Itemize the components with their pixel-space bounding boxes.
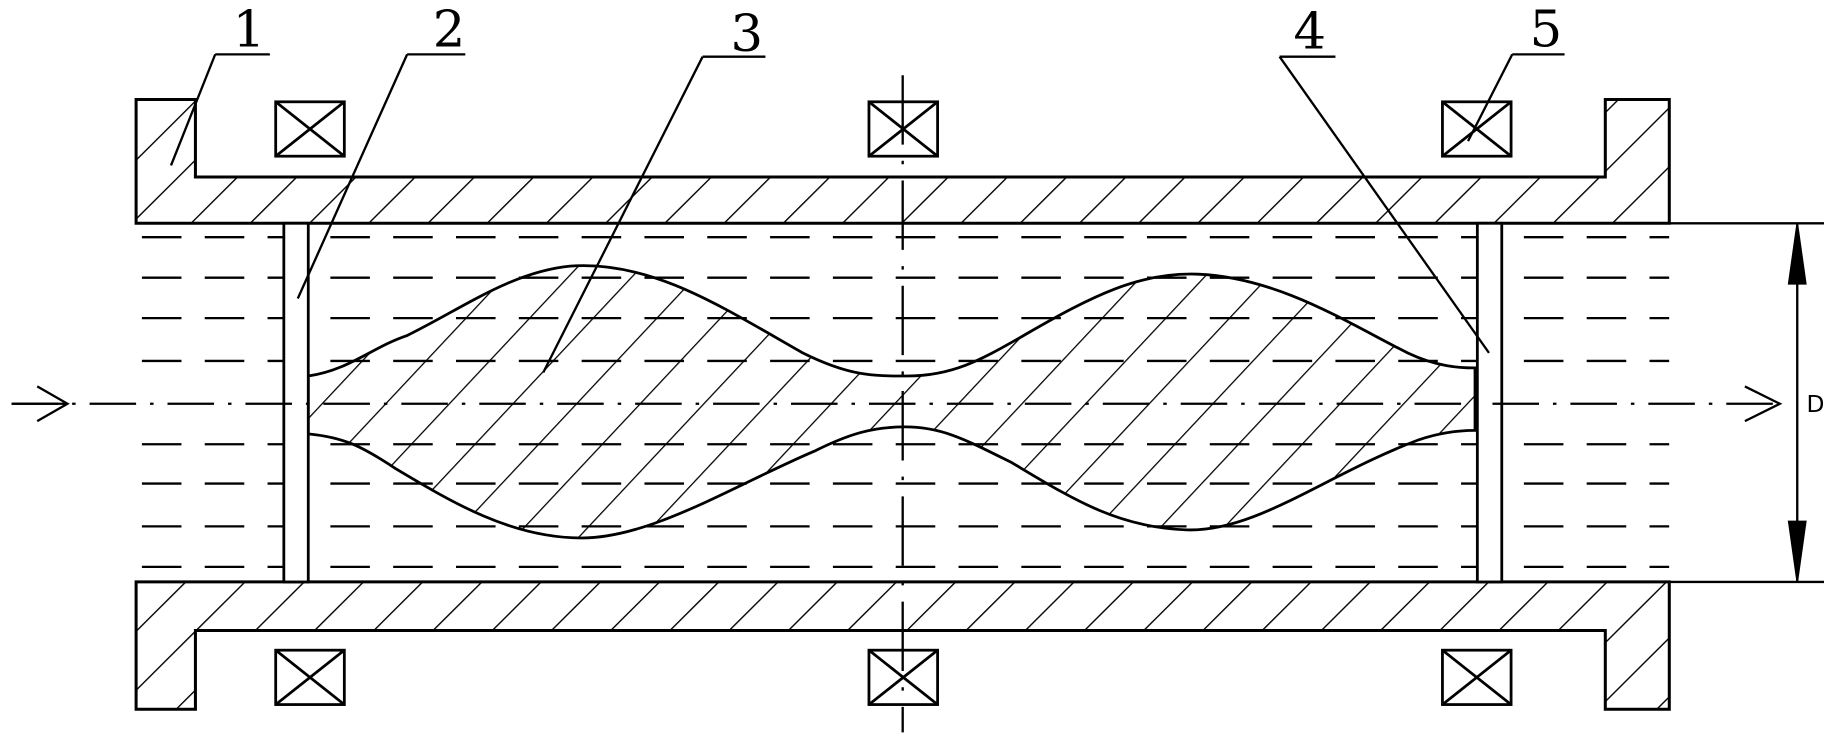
upper-pipe-wall (134, 97, 1671, 225)
part-label-2: 2 (433, 0, 466, 59)
part-label-1: 1 (233, 0, 266, 59)
part-label-5: 5 (1530, 0, 1563, 59)
twisted-core (306, 264, 1477, 540)
part-label-3: 3 (731, 5, 764, 64)
fluid-dashed-lines (141, 236, 1670, 569)
part-label-4: 4 (1294, 3, 1327, 62)
outlet-flow-arrow (1744, 385, 1783, 423)
diameter-dimension (1669, 222, 1824, 584)
leader-lines (169, 53, 1565, 374)
inlet-flow-arrow (11, 385, 70, 423)
coil-boxes (274, 100, 1513, 706)
diameter-label: D (1807, 391, 1824, 418)
lower-pipe-wall (134, 580, 1671, 711)
